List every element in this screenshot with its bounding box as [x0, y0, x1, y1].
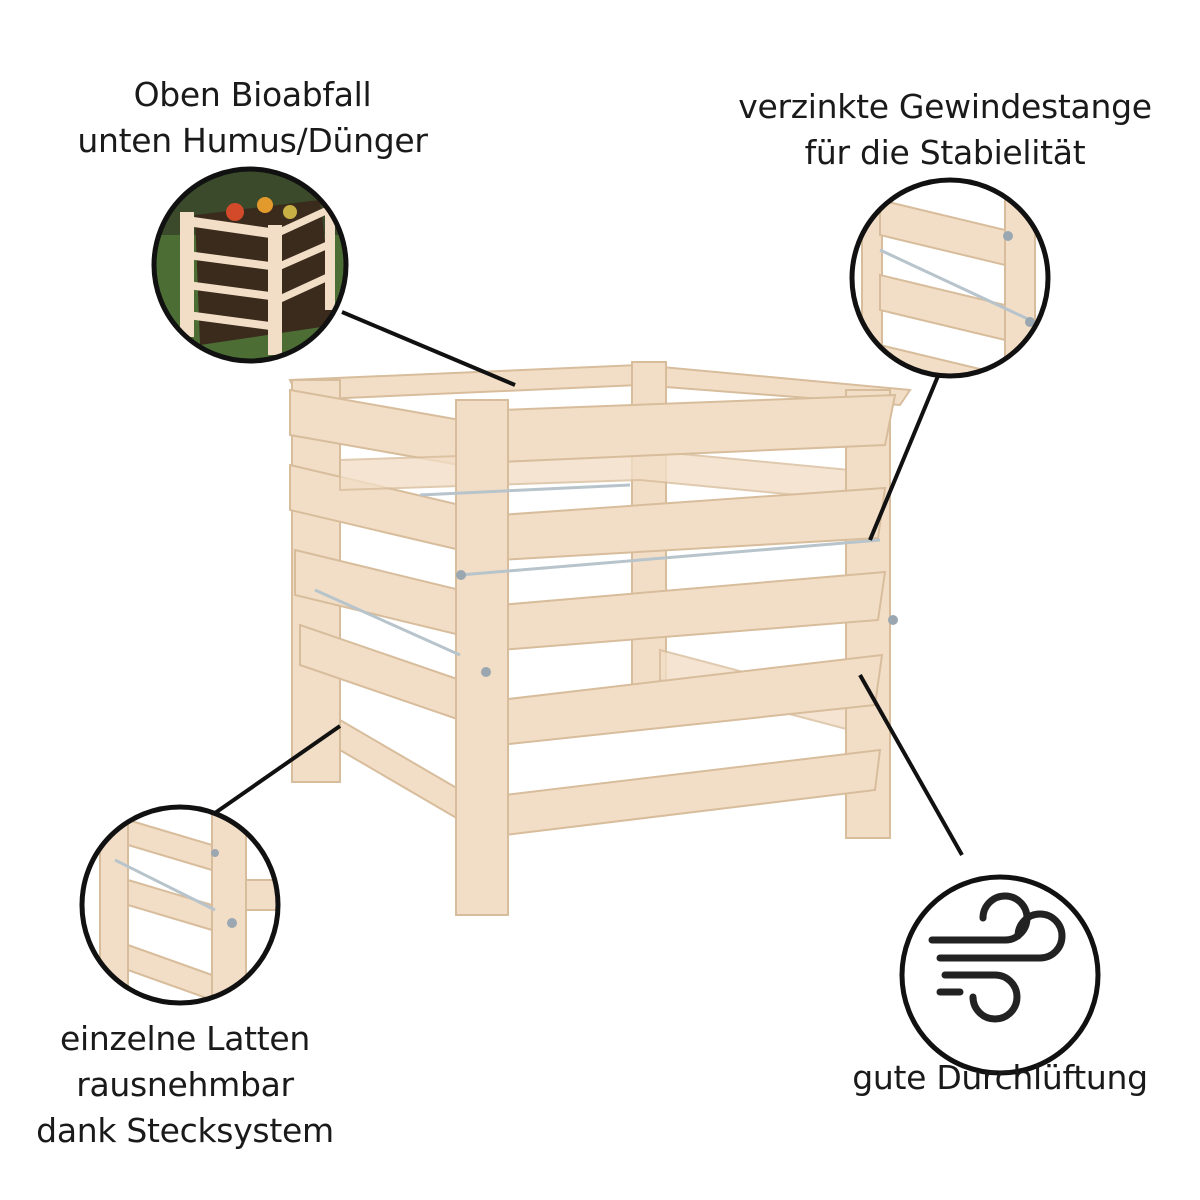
- label-threaded-rod: verzinkte Gewindestange für die Stabieli…: [700, 84, 1190, 176]
- wooden-compost-bin: [288, 361, 912, 916]
- label-line: einzelne Latten: [59, 1019, 311, 1058]
- label-line: verzinkte Gewindestange: [738, 87, 1152, 126]
- label-removable-slats: einzelne Latten rausnehmbar dank Stecksy…: [0, 1016, 370, 1154]
- label-line: rausnehmbar: [76, 1065, 294, 1104]
- removable-slats-detail: [82, 807, 278, 1003]
- label-line: für die Stabielität: [804, 133, 1086, 172]
- label-ventilation: gute Durchlüftung: [815, 1055, 1185, 1101]
- label-line: Oben Bioabfall: [133, 75, 372, 114]
- wind-icon: [928, 892, 1066, 1023]
- label-compost-layers: Oben Bioabfall unten Humus/Dünger: [40, 72, 465, 164]
- callout-lines: [213, 310, 964, 856]
- label-line: dank Stecksystem: [36, 1111, 334, 1150]
- label-line: gute Durchlüftung: [852, 1058, 1148, 1097]
- compost-thumbnail: [154, 169, 346, 361]
- label-line: unten Humus/Dünger: [77, 121, 428, 160]
- threaded-rods: [314, 483, 881, 657]
